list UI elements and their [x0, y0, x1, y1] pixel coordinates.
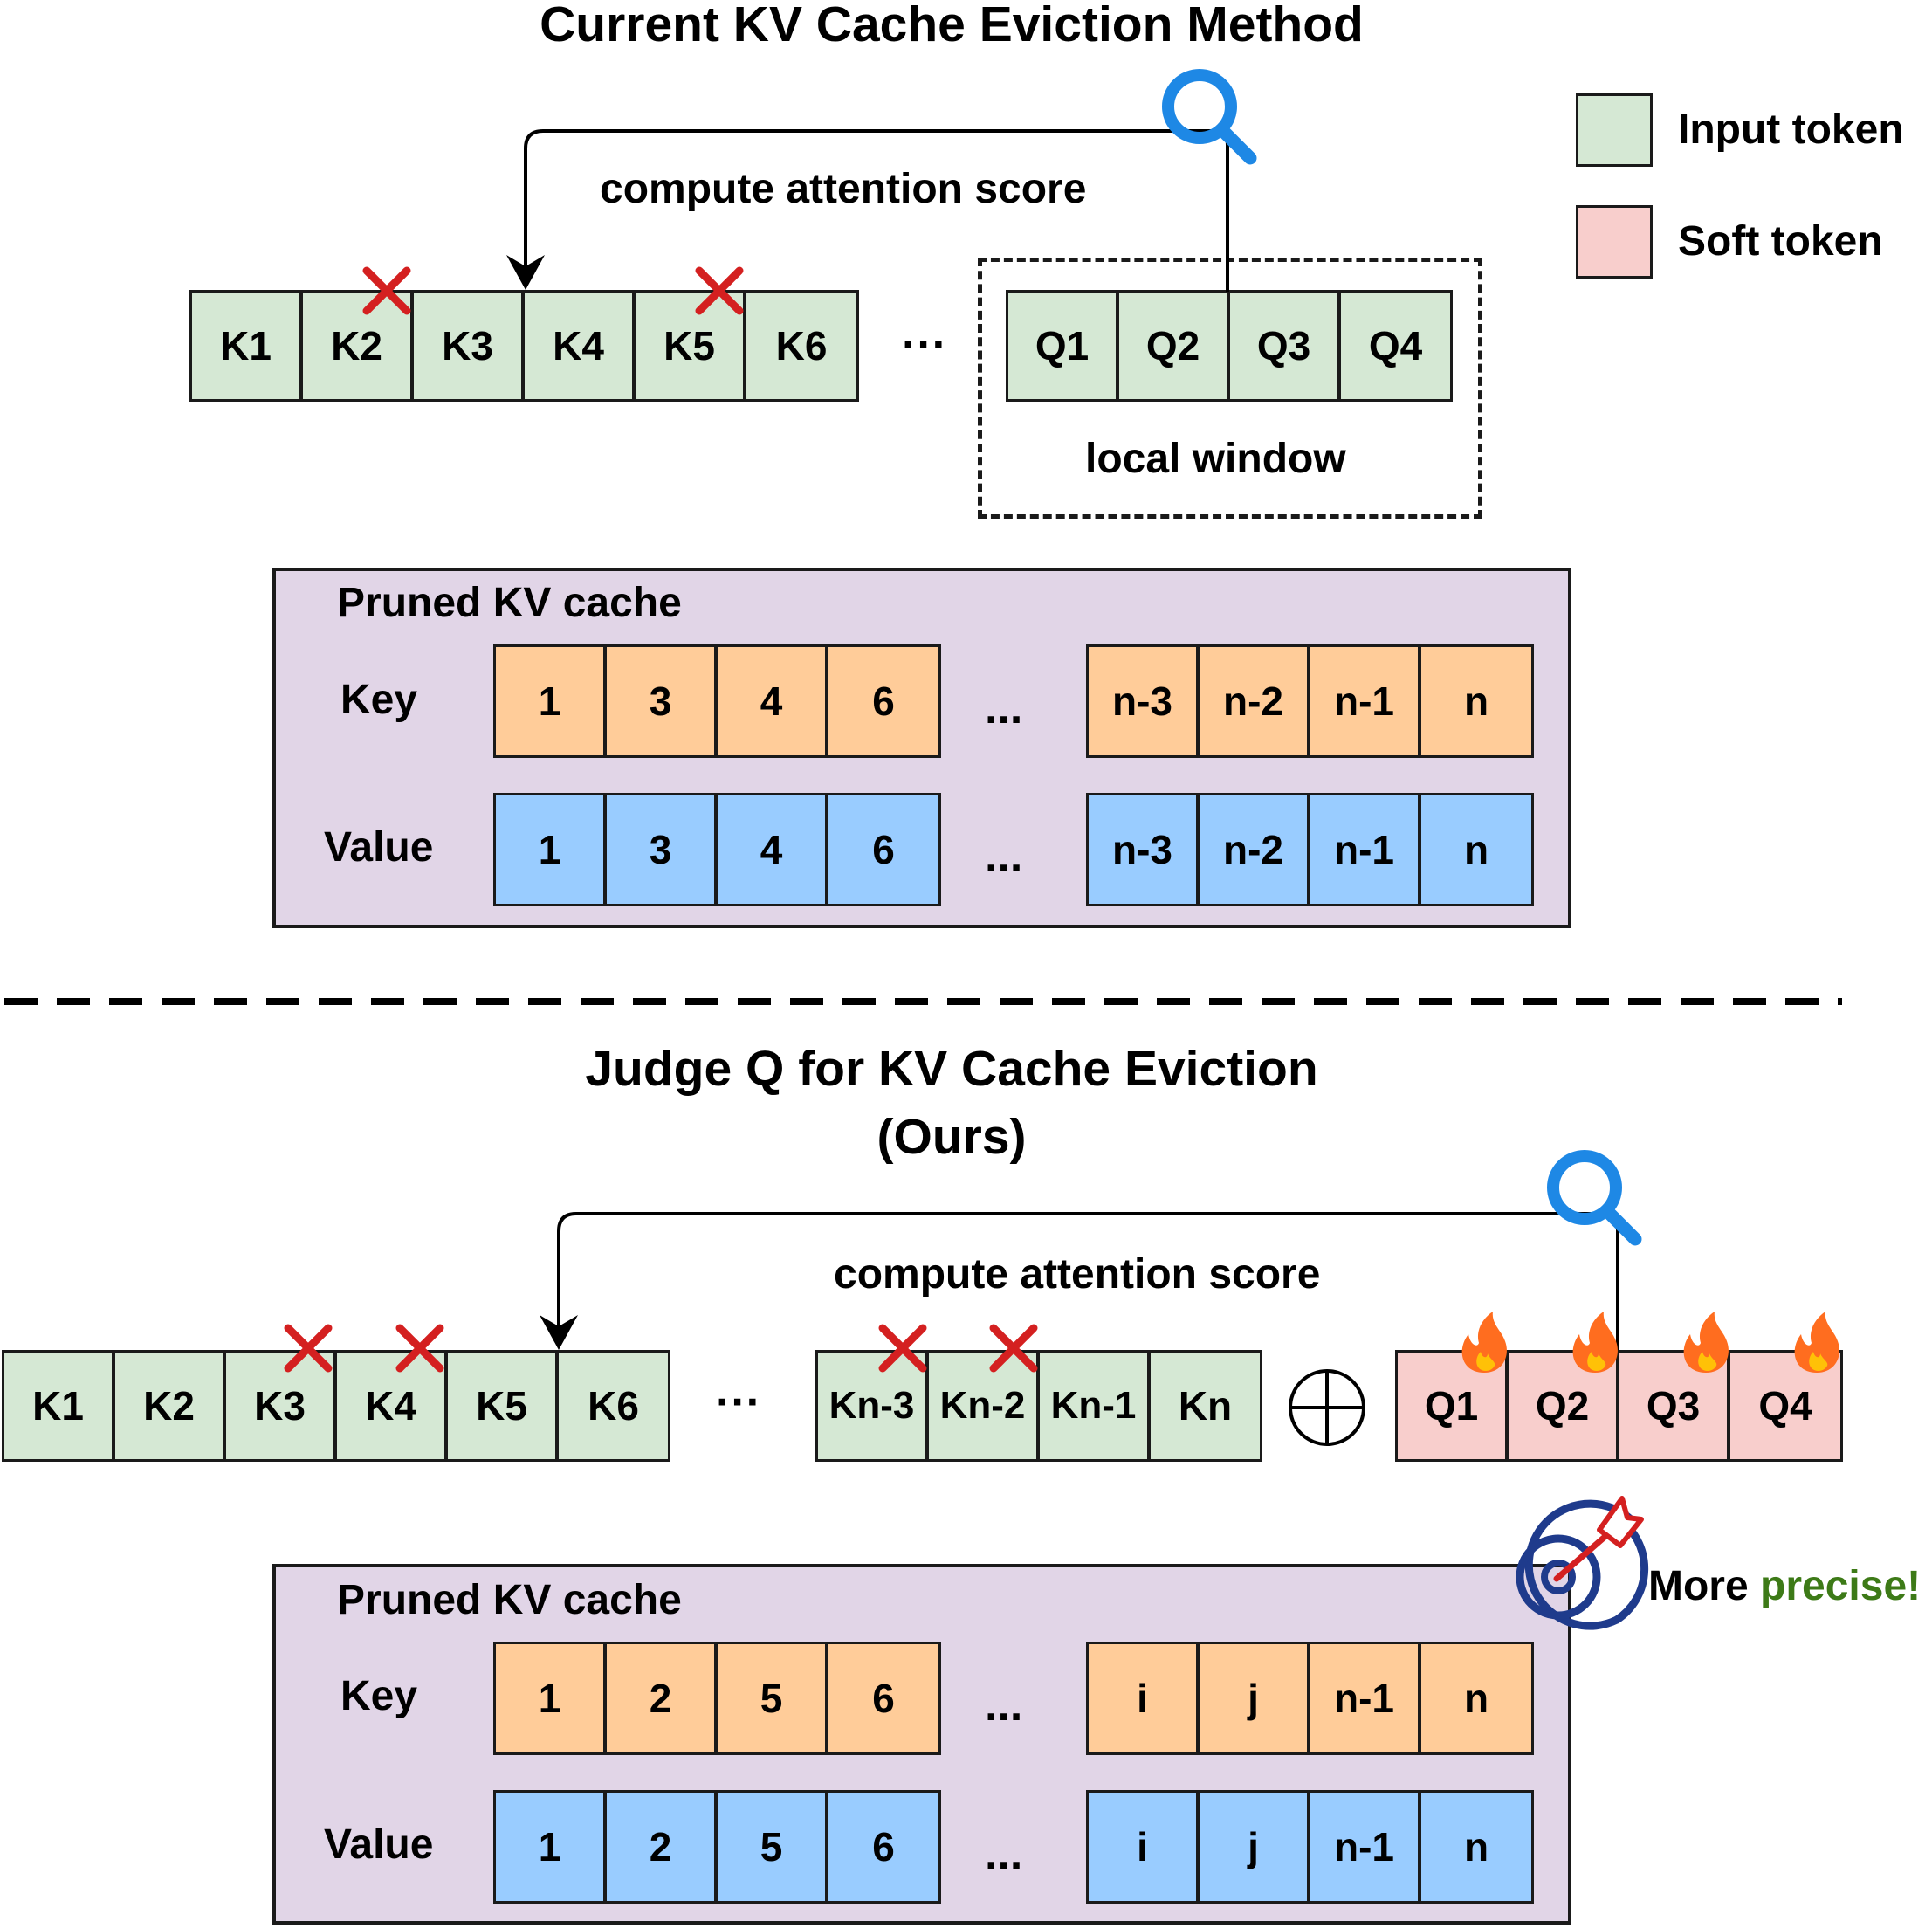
top-key-cell: 4	[715, 644, 828, 758]
more-precise-label: More precise!	[1648, 1566, 1921, 1608]
bottom-value-cell: i	[1086, 1790, 1199, 1904]
top-key-token: K1	[189, 290, 302, 402]
legend-input-swatch	[1576, 93, 1653, 167]
bottom-query-token: Q1	[1395, 1350, 1508, 1462]
bottom-key-token: K1	[2, 1350, 114, 1462]
bottom-key-cell: j	[1197, 1642, 1310, 1755]
more-precise-prefix: More	[1648, 1563, 1761, 1609]
top-title: Current KV Cache Eviction Method	[540, 0, 1364, 52]
bottom-query-token: Q4	[1728, 1350, 1843, 1462]
top-key-ellipsis: ...	[985, 683, 1023, 733]
top-value-cell: 6	[826, 793, 941, 906]
top-value-cell: n-2	[1197, 793, 1310, 906]
magnifier-icon	[1547, 1150, 1642, 1246]
top-key-token: K3	[411, 290, 524, 402]
bottom-query-token: Q2	[1506, 1350, 1619, 1462]
top-value-ellipsis: ...	[985, 831, 1023, 882]
legend-soft-swatch	[1576, 205, 1653, 279]
top-key-row-label: Key	[340, 677, 418, 723]
bottom-key-cell: 5	[715, 1642, 828, 1755]
legend-input-label: Input token	[1678, 107, 1904, 153]
bottom-value-cell: 2	[604, 1790, 717, 1904]
bottom-key-cell: n-1	[1308, 1642, 1420, 1755]
top-key-token: K4	[522, 290, 635, 402]
top-ellipsis: ···	[902, 320, 947, 370]
bottom-key-token: K4	[334, 1350, 447, 1462]
bottom-title-line2: (Ours)	[877, 1109, 1027, 1165]
top-value-cell: n-3	[1086, 793, 1199, 906]
top-query-token: Q1	[1006, 290, 1118, 402]
top-key-cell: n-3	[1086, 644, 1199, 758]
bottom-pruned-title: Pruned KV cache	[337, 1577, 682, 1623]
bottom-key-row-label: Key	[340, 1673, 418, 1719]
bottom-key-token: Kn	[1148, 1350, 1262, 1462]
bottom-value-cell: 1	[493, 1790, 606, 1904]
top-value-cell: 4	[715, 793, 828, 906]
direct-sum-icon	[1289, 1369, 1365, 1446]
bottom-value-cell: j	[1197, 1790, 1310, 1904]
top-value-cell: n-1	[1308, 793, 1420, 906]
top-value-row-label: Value	[324, 824, 434, 871]
magnifier-icon	[1162, 69, 1257, 165]
top-key-cell: 3	[604, 644, 717, 758]
top-arrow-label: compute attention score	[600, 166, 1087, 212]
bottom-title-line1: Judge Q for KV Cache Eviction	[585, 1041, 1318, 1097]
top-key-cell: 6	[826, 644, 941, 758]
top-key-token: K2	[300, 290, 413, 402]
bottom-key-cell: 1	[493, 1642, 606, 1755]
top-value-cell: n	[1419, 793, 1534, 906]
bottom-value-row-label: Value	[324, 1821, 434, 1868]
bottom-key-cell: 6	[826, 1642, 941, 1755]
bottom-key-token: K5	[445, 1350, 558, 1462]
top-pruned-title: Pruned KV cache	[337, 580, 682, 626]
bottom-value-ellipsis: ...	[985, 1828, 1023, 1879]
local-window-label: local window	[1085, 436, 1346, 482]
bottom-query-token: Q3	[1617, 1350, 1729, 1462]
bottom-key-ellipsis: ...	[985, 1680, 1023, 1731]
top-key-token: K5	[633, 290, 746, 402]
precise-word: precise!	[1760, 1563, 1922, 1609]
bottom-key-cell: n	[1419, 1642, 1534, 1755]
top-value-cell: 1	[493, 793, 606, 906]
top-value-cell: 3	[604, 793, 717, 906]
bottom-value-cell: 5	[715, 1790, 828, 1904]
bottom-value-cell: n	[1419, 1790, 1534, 1904]
bottom-ellipsis: ···	[716, 1377, 761, 1428]
top-key-cell: n-2	[1197, 644, 1310, 758]
bottom-value-cell: 6	[826, 1790, 941, 1904]
bottom-key-token: Kn-2	[926, 1350, 1039, 1462]
top-query-token: Q3	[1227, 290, 1340, 402]
local-window-box	[978, 258, 1482, 519]
bottom-key-token: Kn-3	[815, 1350, 928, 1462]
top-key-cell: n	[1419, 644, 1534, 758]
legend-soft-label: Soft token	[1678, 218, 1883, 265]
top-key-cell: 1	[493, 644, 606, 758]
top-query-token: Q2	[1117, 290, 1229, 402]
bottom-key-cell: i	[1086, 1642, 1199, 1755]
bottom-key-token: Kn-1	[1037, 1350, 1150, 1462]
bottom-key-token: K2	[113, 1350, 225, 1462]
bottom-key-token: K3	[223, 1350, 336, 1462]
top-query-token: Q4	[1338, 290, 1453, 402]
bottom-key-cell: 2	[604, 1642, 717, 1755]
top-key-token: K6	[744, 290, 859, 402]
bottom-value-cell: n-1	[1308, 1790, 1420, 1904]
bottom-key-token: K6	[556, 1350, 670, 1462]
bottom-arrow-label: compute attention score	[834, 1251, 1321, 1298]
top-key-cell: n-1	[1308, 644, 1420, 758]
